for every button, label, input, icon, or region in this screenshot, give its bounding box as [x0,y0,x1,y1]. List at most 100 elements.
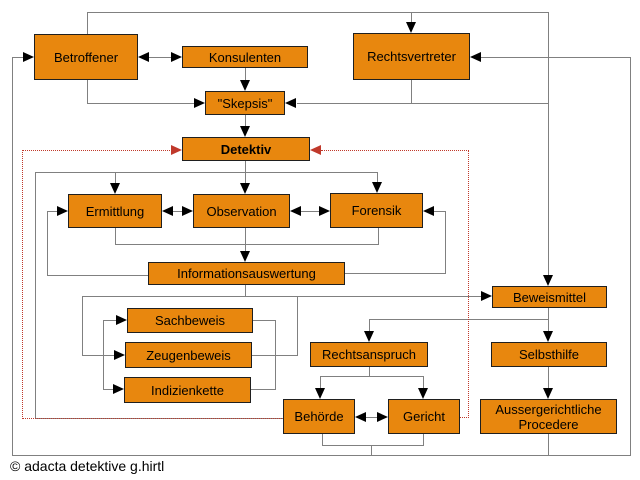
connector-line [87,103,195,104]
connector-line [149,57,172,58]
arrow-right-icon [57,206,68,216]
connector-line [377,172,378,186]
connector-line [434,211,446,212]
connector-line [115,228,116,245]
connector-line [297,103,549,104]
connector-line [103,389,114,390]
connector-line [548,308,549,335]
connector-line [115,172,116,187]
connector-line [322,434,323,446]
connector-line [245,161,246,187]
connector-line [82,355,115,356]
node-indizienkette: Indizienkette [124,377,251,403]
connector-line [320,376,424,377]
red-dotted-line [22,418,284,419]
connector-line [87,12,549,13]
connector-line [411,12,412,25]
connector-line [35,172,378,173]
arrow-right-icon [182,206,193,216]
arrow-down-icon [240,126,250,137]
connector-line [82,296,482,297]
arrow-down-icon [543,331,553,342]
connector-line [369,319,549,320]
connector-line [548,12,549,279]
connector-line [87,80,88,104]
node-informationsauswertung: Informationsauswertung [148,262,345,285]
arrow-down-icon [418,388,428,399]
connector-line [322,445,424,446]
connector-line [320,376,321,392]
arrow-left-icon [290,206,301,216]
node-ermittlung: Ermittlung [68,194,162,228]
connector-line [548,367,549,392]
node-skepsis: "Skepsis" [205,91,285,115]
copyright-caption: © adacta detektive g.hirtl [10,458,165,474]
connector-line [12,57,13,456]
node-rechtsanspruch: Rechtsanspruch [310,342,428,367]
connector-line [245,285,246,297]
arrow-down-icon [372,182,382,193]
arrow-down-icon [364,331,374,342]
node-rechtsvertreter: Rechtsvertreter [353,33,470,80]
connector-line [630,57,631,456]
connector-line [301,211,320,212]
arrow-left-icon [470,52,481,62]
red-dotted-line [460,417,469,418]
arrow-down-icon [240,183,250,194]
arrow-down-icon [543,388,553,399]
connector-line [371,445,372,456]
arrow-right-icon [114,350,125,360]
connector-line [115,244,379,245]
connector-line [12,455,631,456]
connector-line [378,228,379,245]
connector-line [423,376,424,392]
connector-line [47,211,58,212]
arrow-right-icon [116,315,127,325]
node-detektiv: Detektiv [182,137,310,161]
red-dotted-line [22,150,23,419]
node-observation: Observation [193,194,290,228]
connector-line [35,172,36,419]
node-gericht: Gericht [388,399,460,434]
arrow-down-icon [543,275,553,286]
arrow-left-icon [423,206,434,216]
connector-line [82,296,83,356]
arrow-right-icon [319,206,330,216]
arrow-left-icon [285,98,296,108]
connector-line [445,211,446,274]
arrow-down-icon [406,22,416,33]
connector-line [369,319,370,335]
arrow-right-icon [377,412,388,422]
node-sachbeweis: Sachbeweis [127,308,253,333]
red-dotted-line [22,150,172,151]
red-dotted-line [321,150,469,151]
arrow-down-icon [240,251,250,262]
node-behoerde: Behörde [283,399,355,434]
connector-line [369,367,370,377]
connector-line [47,275,149,276]
arrow-right-icon [194,98,205,108]
node-betroffener: Betroffener [34,34,138,80]
connector-line [253,320,276,321]
arrow-right-icon [23,52,34,62]
connector-line [252,355,298,356]
node-konsulenten: Konsulenten [182,46,308,68]
arrow-down-icon [110,183,120,194]
node-beweismittel: Beweismittel [492,286,607,308]
connector-line [173,211,183,212]
arrow-right-red-icon [171,145,182,155]
connector-line [251,389,276,390]
node-forensik: Forensik [330,193,423,228]
arrow-left-icon [355,412,366,422]
connector-line [548,434,549,456]
arrow-left-red-icon [310,145,321,155]
arrow-down-icon [240,80,250,91]
arrow-down-icon [315,388,325,399]
connector-line [12,57,25,58]
connector-line [366,417,378,418]
connector-line [103,320,117,321]
arrow-left-icon [138,52,149,62]
arrow-right-icon [481,291,492,301]
connector-line [423,434,424,446]
connector-line [103,320,104,390]
